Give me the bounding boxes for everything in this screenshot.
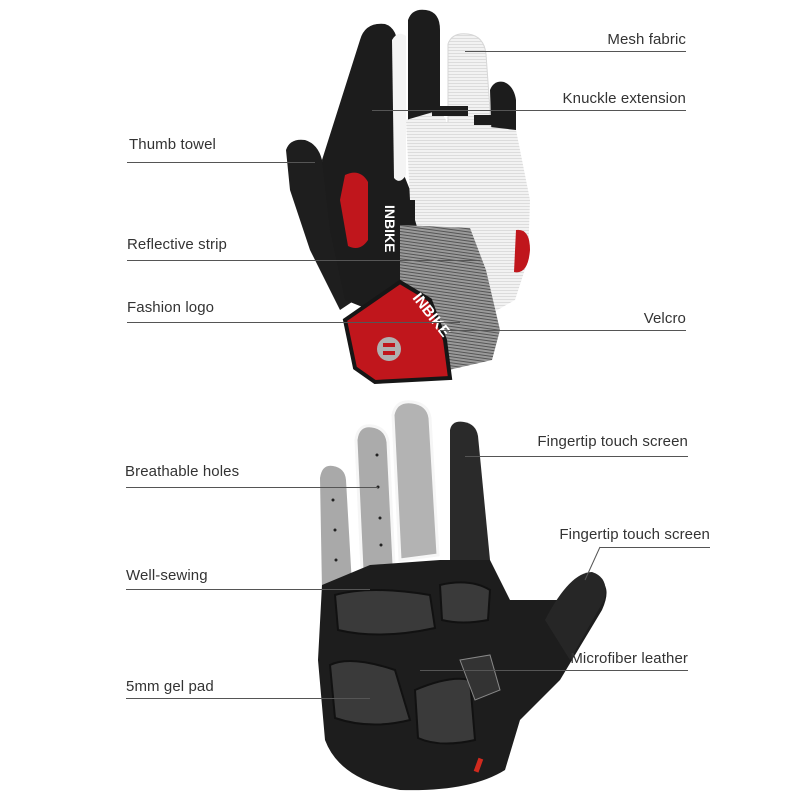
brand-logo-side: INBIKE	[382, 205, 398, 252]
leader-line-breathable-holes	[126, 487, 378, 488]
back-of-hand-glove: INBIKE INBIKE	[286, 9, 530, 385]
label-5mm-gel-pad: 5mm gel pad	[126, 678, 214, 695]
label-reflective-strip: Reflective strip	[127, 236, 227, 253]
leader-line-fashion-logo	[127, 322, 460, 323]
label-fingertip-touch-screen-thumb: Fingertip touch screen	[559, 526, 710, 543]
leader-line-mesh-fabric	[465, 51, 686, 52]
label-knuckle-extension: Knuckle extension	[562, 90, 686, 107]
leader-line-well-sewing	[126, 589, 370, 590]
label-well-sewing: Well-sewing	[126, 567, 208, 584]
leader-line-fingertip-touch-screen-index	[465, 456, 688, 457]
leader-line-fingertip-touch-screen-thumb	[600, 547, 710, 548]
label-mesh-fabric: Mesh fabric	[607, 31, 686, 48]
leader-line-reflective-strip	[127, 260, 480, 261]
palm-glove	[318, 400, 607, 791]
label-breathable-holes: Breathable holes	[125, 463, 240, 480]
leader-line-5mm-gel-pad	[126, 698, 370, 699]
label-fashion-logo: Fashion logo	[127, 299, 215, 316]
label-velcro: Velcro	[643, 310, 686, 327]
leader-line-thumb-towel	[127, 162, 315, 163]
leader-line-knuckle-extension	[372, 110, 686, 111]
leader-line-velcro	[440, 330, 686, 331]
label-microfiber-leather: Microfiber leather	[570, 650, 688, 667]
label-thumb-towel: Thumb towel	[129, 136, 216, 153]
leader-line-microfiber-leather	[420, 670, 688, 671]
label-fingertip-touch-screen-index: Fingertip touch screen	[537, 433, 688, 450]
